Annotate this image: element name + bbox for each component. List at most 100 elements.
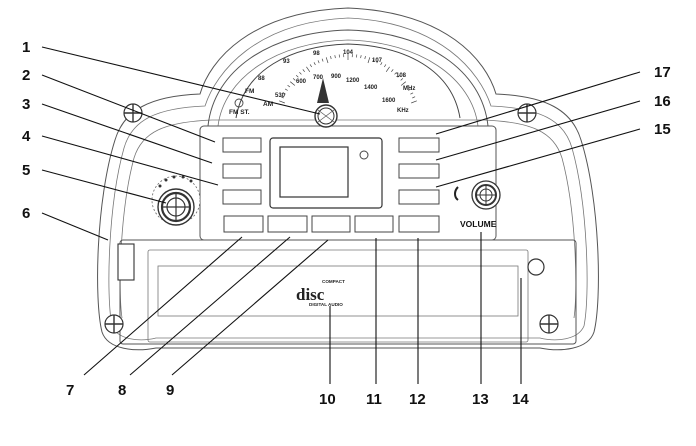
dial-tick: [360, 55, 362, 59]
dial-tick: [282, 92, 286, 95]
right-button-2[interactable]: [398, 163, 440, 179]
fm-scale-108: 108: [396, 73, 407, 79]
dial-tick: [411, 100, 417, 104]
dial-tick: [376, 60, 379, 64]
dial-tick: [405, 85, 409, 88]
leader-line-1: [41, 46, 321, 115]
right-button-1[interactable]: [398, 137, 440, 153]
volume-label: VOLUME: [460, 219, 497, 229]
leader-line-17: [435, 71, 641, 135]
fm-band-label: FM: [245, 88, 254, 95]
screw-bottom-right: [539, 314, 559, 334]
dial-tick: [279, 100, 285, 104]
dial-tick: [397, 74, 401, 78]
leader-line-7: [83, 236, 243, 376]
dial-tick: [295, 74, 299, 78]
callout-16: 16: [654, 93, 671, 110]
dial-tick: [364, 56, 366, 60]
leader-line-6: [41, 212, 109, 241]
dial-tick: [367, 57, 371, 64]
callout-6: 6: [22, 205, 30, 222]
device-body: [97, 7, 599, 351]
fm-scale-104: 104: [343, 50, 354, 56]
callout-9: 9: [166, 382, 174, 399]
callout-1: 1: [22, 39, 30, 56]
cd-logo-bottom: DIGITAL AUDIO: [309, 302, 343, 307]
dial-tick: [410, 92, 414, 95]
am-band-label: AM: [263, 101, 273, 108]
dial-tick: [385, 66, 390, 72]
screw-top-right: [517, 103, 537, 123]
side-jack[interactable]: [117, 243, 135, 281]
fm-stereo-label: FM ST.: [229, 109, 250, 116]
dial-tick: [302, 69, 305, 73]
callout-7: 7: [66, 382, 74, 399]
callout-15: 15: [654, 121, 671, 138]
bottom-button-2[interactable]: [267, 215, 308, 233]
bottom-button-3[interactable]: [311, 215, 351, 233]
right-button-3[interactable]: [398, 189, 440, 205]
dial-tick: [299, 71, 302, 75]
left-button-1[interactable]: [222, 137, 262, 153]
fm-scale-88: 88: [258, 76, 265, 82]
bottom-button-1[interactable]: [223, 215, 264, 233]
callout-10: 10: [319, 391, 336, 408]
dial-tick: [334, 55, 336, 59]
dial-tick: [400, 78, 404, 81]
dial-tick: [408, 88, 412, 91]
dial-tick: [412, 96, 416, 99]
am-scale-530: 530: [275, 93, 286, 99]
tuning-knob[interactable]: [314, 78, 338, 128]
callout-3: 3: [22, 96, 30, 113]
am-unit: KHz: [397, 108, 409, 114]
fm-unit: MHz: [403, 86, 415, 92]
callout-labels: 1 2 3 4 5 6 7 8 9 10 11 12 13 14 15 16 1…: [22, 39, 671, 408]
dial-tick: [391, 69, 394, 73]
dial-tick: [384, 64, 387, 68]
lcd-display: [269, 137, 383, 209]
leader-line-15: [435, 128, 641, 188]
screw-bottom-left: [104, 314, 124, 334]
bottom-button-5[interactable]: [398, 215, 440, 233]
cd-logo-top: COMPACT: [322, 279, 345, 284]
leader-line-5: [41, 169, 167, 204]
dial-tick: [289, 81, 296, 86]
dial-tick: [325, 57, 329, 64]
leader-line-8: [129, 236, 291, 376]
am-scale-1600: 1600: [382, 98, 396, 104]
callout-14: 14: [512, 391, 529, 408]
leader-line-4: [41, 135, 219, 186]
cd-open-button[interactable]: [527, 258, 545, 276]
dial-tick: [400, 81, 407, 86]
cd-logo-main: disc: [296, 285, 325, 304]
am-scale-700: 700: [313, 75, 324, 81]
dial-tick: [394, 71, 397, 75]
fm-scale-98: 98: [313, 51, 320, 57]
dial-ticks: [279, 54, 417, 104]
leader-line-3: [41, 103, 213, 164]
callout-2: 2: [22, 67, 30, 84]
dial-tick: [330, 56, 332, 60]
compact-disc-logo: disc COMPACT DIGITAL AUDIO: [296, 279, 345, 307]
callout-5: 5: [22, 162, 30, 179]
dial-tick: [292, 78, 296, 81]
dial-tick: [306, 66, 311, 72]
dial-tick: [309, 64, 312, 68]
callout-11: 11: [366, 391, 382, 408]
callout-4: 4: [22, 128, 31, 145]
callout-8: 8: [118, 382, 126, 399]
am-scale-600: 600: [296, 79, 307, 85]
am-scale-900: 900: [331, 74, 342, 80]
bottom-button-4[interactable]: [354, 215, 394, 233]
volume-knob[interactable]: [454, 180, 501, 210]
am-scale-1200: 1200: [346, 78, 360, 84]
dial-tick: [321, 58, 324, 62]
fm-stereo-indicator-icon: [234, 98, 244, 108]
dial-tick: [313, 62, 316, 66]
left-button-3[interactable]: [222, 189, 262, 205]
left-button-2[interactable]: [222, 163, 262, 179]
leader-lines: [41, 46, 641, 384]
dial-tick: [380, 62, 383, 66]
function-selector-knob[interactable]: [151, 175, 201, 226]
